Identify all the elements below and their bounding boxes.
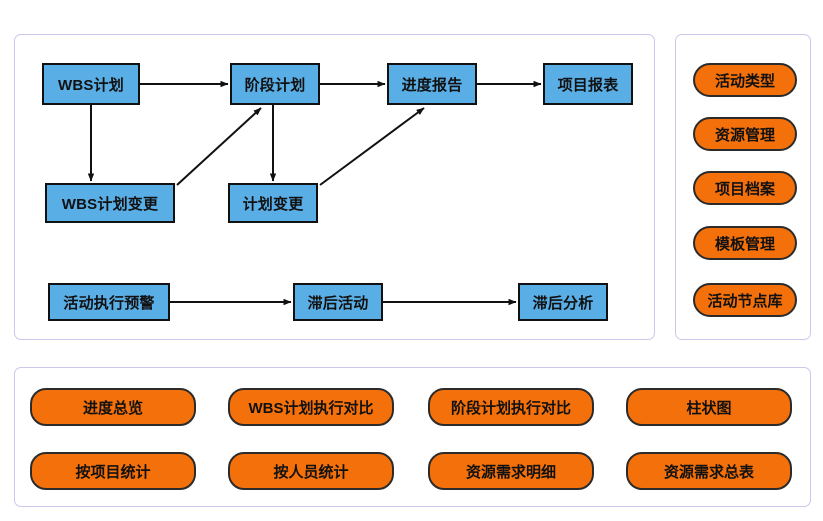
process-node-stage-plan[interactable]: 阶段计划 (230, 63, 320, 105)
side-button-template-mgmt[interactable]: 模板管理 (693, 226, 797, 260)
side-button-project-archive[interactable]: 项目档案 (693, 171, 797, 205)
report-button-stage-plan-compare[interactable]: 阶段计划执行对比 (428, 388, 594, 426)
report-button-progress-overview[interactable]: 进度总览 (30, 388, 196, 426)
process-node-activity-warning[interactable]: 活动执行预警 (48, 283, 170, 321)
report-button-resource-demand-total[interactable]: 资源需求总表 (626, 452, 792, 490)
process-node-wbs-plan[interactable]: WBS计划 (42, 63, 140, 105)
process-node-delayed-activity[interactable]: 滞后活动 (293, 283, 383, 321)
side-button-activity-type[interactable]: 活动类型 (693, 63, 797, 97)
report-button-stats-by-person[interactable]: 按人员统计 (228, 452, 394, 490)
process-node-delay-analysis[interactable]: 滞后分析 (518, 283, 608, 321)
report-button-wbs-plan-compare[interactable]: WBS计划执行对比 (228, 388, 394, 426)
report-button-stats-by-project[interactable]: 按项目统计 (30, 452, 196, 490)
report-button-resource-demand-detail[interactable]: 资源需求明细 (428, 452, 594, 490)
side-button-resource-mgmt[interactable]: 资源管理 (693, 117, 797, 151)
report-button-bar-chart[interactable]: 柱状图 (626, 388, 792, 426)
process-node-progress-report[interactable]: 进度报告 (387, 63, 477, 105)
side-button-activity-node-lib[interactable]: 活动节点库 (693, 283, 797, 317)
process-node-wbs-plan-change[interactable]: WBS计划变更 (45, 183, 175, 223)
process-node-project-report[interactable]: 项目报表 (543, 63, 633, 105)
process-node-plan-change[interactable]: 计划变更 (228, 183, 318, 223)
